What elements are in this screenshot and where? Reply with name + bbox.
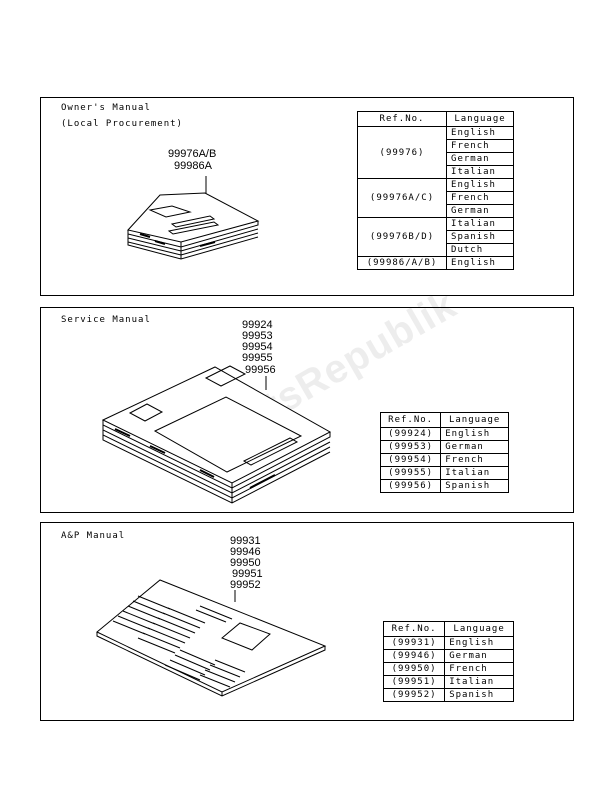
table-row: (99976A/C)English — [356, 178, 514, 218]
language-cell: English — [446, 256, 514, 270]
ref-no-cell: (99952) — [382, 688, 446, 702]
language-cell: Spanish — [440, 479, 509, 493]
service-manual-panel: Service Manual 99924 99953 99954 99955 9… — [40, 307, 574, 513]
ap-ref-table: Ref.No. Language (99931)English(99946)Ge… — [382, 621, 514, 702]
part-number: 99946 — [230, 546, 261, 558]
part-number: 99956 — [245, 364, 276, 376]
ref-no-cell: (99956) — [379, 479, 442, 493]
table-row: (99946)German — [382, 649, 514, 663]
owners-manual-panel: Owner's Manual (Local Procurement) 99976… — [40, 97, 574, 296]
service-book-drawing — [101, 365, 332, 504]
part-number: 99976A/B — [168, 148, 217, 160]
owners-manual-subtitle: (Local Procurement) — [61, 119, 183, 129]
language-cell: English — [440, 427, 509, 441]
owners-booklet-drawing — [127, 176, 260, 260]
part-number: 99952 — [230, 579, 261, 591]
table-row: (99924)English — [379, 427, 509, 441]
language-cell: Spanish — [444, 688, 514, 702]
service-ref-table: Ref.No. Language (99924)English(99953)Ge… — [379, 412, 509, 493]
table-row: (99955)Italian — [379, 466, 509, 480]
table-row: (99950)French — [382, 662, 514, 676]
ap-manual-panel: A&P Manual 99931 99946 99950 99951 99952… — [40, 522, 574, 721]
part-number: 99954 — [242, 341, 273, 353]
ap-manual-title: A&P Manual — [61, 531, 126, 541]
ref-no-cell: (99986/A/B) — [356, 256, 448, 270]
part-number: 99955 — [242, 352, 273, 364]
part-number: 99924 — [242, 319, 273, 331]
ref-no-cell: (99976A/C) — [356, 178, 448, 218]
part-number: 99953 — [242, 330, 273, 342]
table-row: (99976B/D)Italian — [356, 217, 514, 257]
part-number: 99986A — [174, 160, 212, 172]
part-number: 99950 — [230, 557, 261, 569]
owners-manual-title: Owner's Manual — [61, 103, 151, 113]
table-row: (99931)English — [382, 636, 514, 650]
ap-sheet-drawing — [96, 579, 327, 697]
table-row: (99956)Spanish — [379, 479, 509, 493]
table-row: (99952)Spanish — [382, 688, 514, 702]
part-number: 99951 — [232, 568, 263, 580]
service-manual-title: Service Manual — [61, 315, 151, 325]
ref-no-cell: (99976B/D) — [356, 217, 448, 257]
table-row: (99986/A/B)English — [356, 256, 514, 270]
part-number: 99931 — [230, 535, 261, 547]
